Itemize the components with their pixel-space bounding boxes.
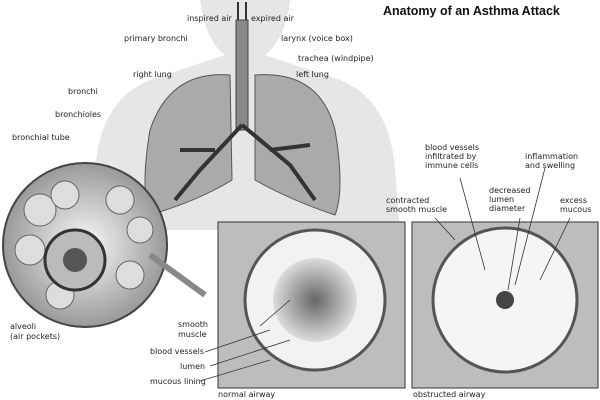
bronchi-tree [173,123,317,202]
label-mucous-lining: mucous lining [150,377,206,386]
label-alveoli: alveoli [10,322,37,331]
label-muscle: muscle [178,330,207,339]
label-inspired-air: inspired air [187,14,232,23]
trachea [235,19,249,131]
label-expired-air: expired air [251,14,294,23]
label-trachea: trachea (windpipe) [298,54,374,63]
label-obstructed-airway: obstructed airway [413,390,486,399]
label-primary-bronchi: primary bronchi [124,34,188,43]
label-bronchi: bronchi [68,87,98,96]
label-bronchial-tube: bronchial tube [12,133,70,142]
label-normal-airway: normal airway [218,390,276,399]
zoom-arrow [148,252,207,298]
label-lumen: lumen [180,362,206,371]
label-right-lung: right lung [133,70,172,79]
label-larynx: larynx (voice box) [281,34,353,43]
right-lung [144,74,233,216]
label-air-pockets: (air pockets) [10,332,61,341]
label-smooth: smooth [178,320,208,329]
label-left-lung: left lung [296,70,329,79]
label-bronchioles: bronchioles [55,110,102,119]
page-title: Anatomy of an Asthma Attack [383,4,560,18]
label-blood-vessels: blood vessels [150,347,205,356]
